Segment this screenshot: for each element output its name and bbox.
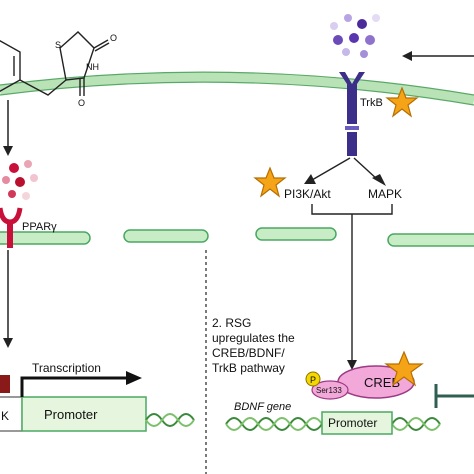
cell-membrane-outer	[0, 72, 474, 105]
rosiglitazone-structure	[0, 31, 110, 96]
dna-helix-left	[145, 413, 195, 427]
trkb-receptor	[339, 72, 365, 156]
phosphate-icon	[305, 371, 321, 387]
transcription-arrow	[20, 376, 128, 397]
nuclear-membrane	[0, 227, 474, 247]
bdnf-gene-label: BDNF gene	[234, 401, 291, 413]
k-label: K	[1, 409, 9, 423]
ligand-dots-left	[2, 160, 38, 200]
signal-merge-bracket	[311, 204, 393, 215]
drug-nh-label: NH	[86, 62, 99, 72]
trkb-label: TrkB	[360, 97, 383, 109]
transcription-label: Transcription	[32, 361, 101, 375]
star-pi3k-icon	[253, 166, 287, 198]
drug-s-label: S	[55, 40, 61, 50]
ser133-label: Ser133	[316, 386, 342, 395]
creb-label: CREB	[364, 375, 400, 390]
ser133-site	[311, 380, 349, 400]
arrow-to-mapk	[353, 157, 379, 181]
pi3k-label: PI3K/Akt	[284, 187, 331, 201]
star-trkb-icon	[385, 86, 419, 118]
ppar-receptor	[0, 207, 23, 225]
bdnf-ligand-dots	[330, 14, 380, 58]
arrow-to-pi3k	[311, 157, 351, 181]
promoter-left-label: Promoter	[44, 407, 98, 422]
drug-o2-label: O	[78, 98, 85, 108]
drug-o1-label: O	[110, 33, 117, 43]
ppar-label: PPARγ	[22, 221, 57, 233]
ppar-receptor-stem	[7, 222, 13, 248]
step-text: 2. RSG upregulates the CREB/BDNF/ TrkB p…	[212, 316, 298, 375]
dna-helix-right	[225, 417, 441, 431]
star-creb-icon	[384, 350, 424, 387]
left-factor-block	[0, 375, 10, 393]
promoter-right-box	[321, 411, 393, 435]
promoter-left-box	[21, 396, 147, 432]
promoter-right-label: Promoter	[328, 416, 377, 430]
mapk-label: MAPK	[368, 187, 402, 201]
phosphate-label: P	[310, 375, 316, 385]
